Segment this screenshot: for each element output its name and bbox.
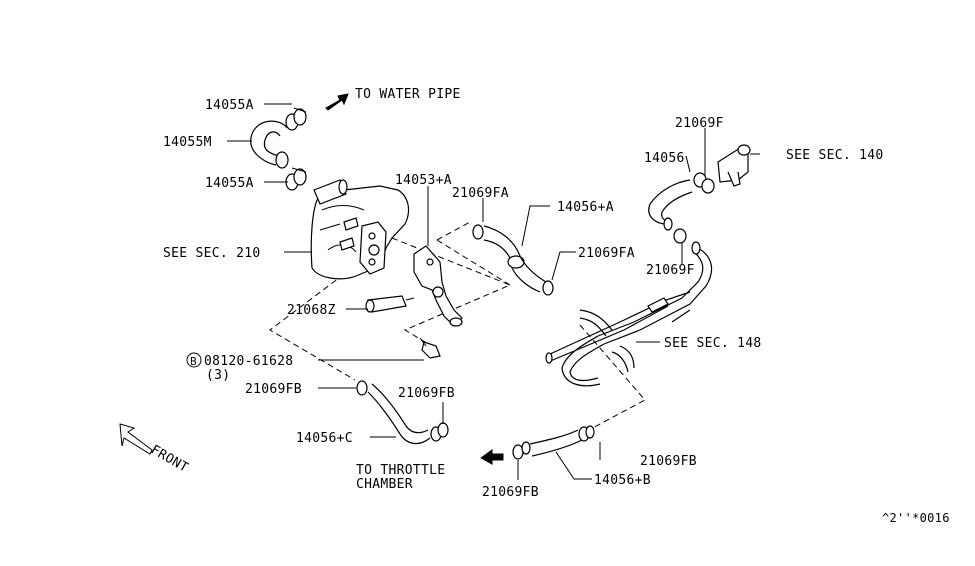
label-bolt-qty: (3) <box>206 368 230 383</box>
fitting-sec-140-drawing <box>717 144 751 187</box>
pipe-assembly-sec-148 <box>545 241 713 387</box>
label-21069F-right: 21069F <box>646 263 695 278</box>
label-to-throttle-1: TO THROTTLE <box>356 463 445 478</box>
hose-14056C-drawing <box>356 380 449 445</box>
hose-14056-drawing <box>648 172 715 244</box>
label-21069FB-right: 21069FB <box>640 454 697 469</box>
label-14056C: 14056+C <box>296 431 353 446</box>
arrow-icon <box>325 93 349 111</box>
label-14055A-bottom: 14055A <box>205 176 254 191</box>
hose-14056A-drawing <box>472 224 554 296</box>
label-front: FRONT <box>148 442 191 475</box>
label-21069F-top: 21069F <box>675 116 724 131</box>
bolt-drawing <box>419 337 441 359</box>
label-see-sec-210: SEE SEC. 210 <box>163 246 261 261</box>
part-14053A-drawing <box>413 245 463 327</box>
leader-lines <box>227 103 760 480</box>
label-14053A: 14053+A <box>395 173 452 188</box>
label-to-water-pipe: TO WATER PIPE <box>355 87 461 102</box>
label-to-throttle-2: CHAMBER <box>356 477 413 492</box>
label-21069FB-left: 21069FB <box>245 382 302 397</box>
hose-14056B-drawing <box>512 425 595 460</box>
label-diagram-code: ^2''*0016 <box>882 511 950 525</box>
label-21069FA-right: 21069FA <box>578 246 635 261</box>
bolt-letter: B <box>190 355 197 368</box>
label-14056: 14056 <box>644 151 685 166</box>
front-arrow-icon <box>119 423 153 455</box>
label-14055A-top: 14055A <box>205 98 254 113</box>
label-21069FB-center: 21069FB <box>398 386 455 401</box>
label-see-sec-148: SEE SEC. 148 <box>664 336 762 351</box>
label-see-sec-140: SEE SEC. 140 <box>786 148 884 163</box>
label-21069FB-bottom: 21069FB <box>482 485 539 500</box>
housing-assembly <box>310 179 410 280</box>
label-14055M: 14055M <box>163 135 212 150</box>
bolt-callout: B 08120-61628 (3) <box>186 352 293 383</box>
label-21069FA-left: 21069FA <box>452 186 509 201</box>
label-14056A: 14056+A <box>557 200 614 215</box>
label-21068Z: 21068Z <box>287 303 336 318</box>
label-14056B: 14056+B <box>594 473 651 488</box>
circled-letter-icon <box>186 352 202 368</box>
part-21068Z-drawing <box>365 295 415 313</box>
label-bolt-part: 08120-61628 <box>204 354 293 369</box>
arrow-icon <box>480 449 504 465</box>
hose-14055M-drawing <box>250 107 307 191</box>
